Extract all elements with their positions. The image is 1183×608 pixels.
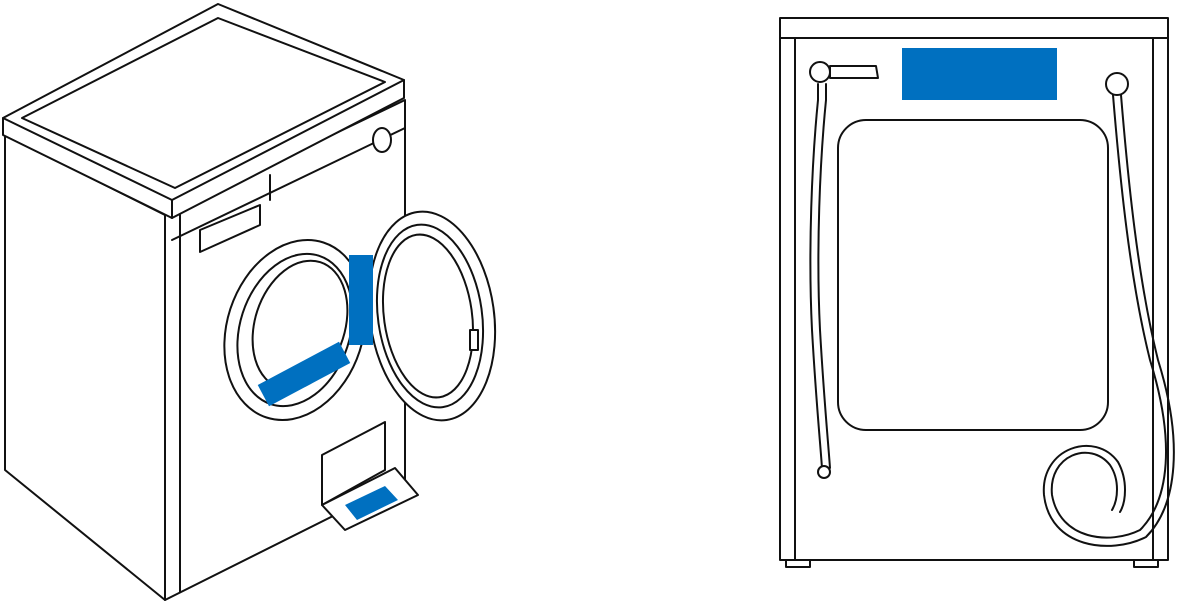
label-marker-filter-flap	[345, 486, 398, 520]
side-panel	[4, 134, 166, 601]
water-inlet-valve	[809, 61, 831, 83]
filter-recess	[321, 421, 386, 506]
rear-machine	[779, 17, 1175, 568]
program-knob	[372, 127, 392, 153]
detergent-drawer	[199, 204, 261, 253]
door-opening	[223, 239, 367, 421]
drain-outlet	[1105, 72, 1129, 96]
label-marker-rear-plate	[902, 48, 1057, 100]
label-marker-door-hinge	[349, 255, 373, 345]
label-marker-door-frame	[257, 341, 351, 407]
front-machine	[2, 3, 497, 601]
door-handle	[469, 329, 479, 351]
rear-access-panel	[837, 119, 1109, 431]
top-lid	[2, 3, 405, 219]
